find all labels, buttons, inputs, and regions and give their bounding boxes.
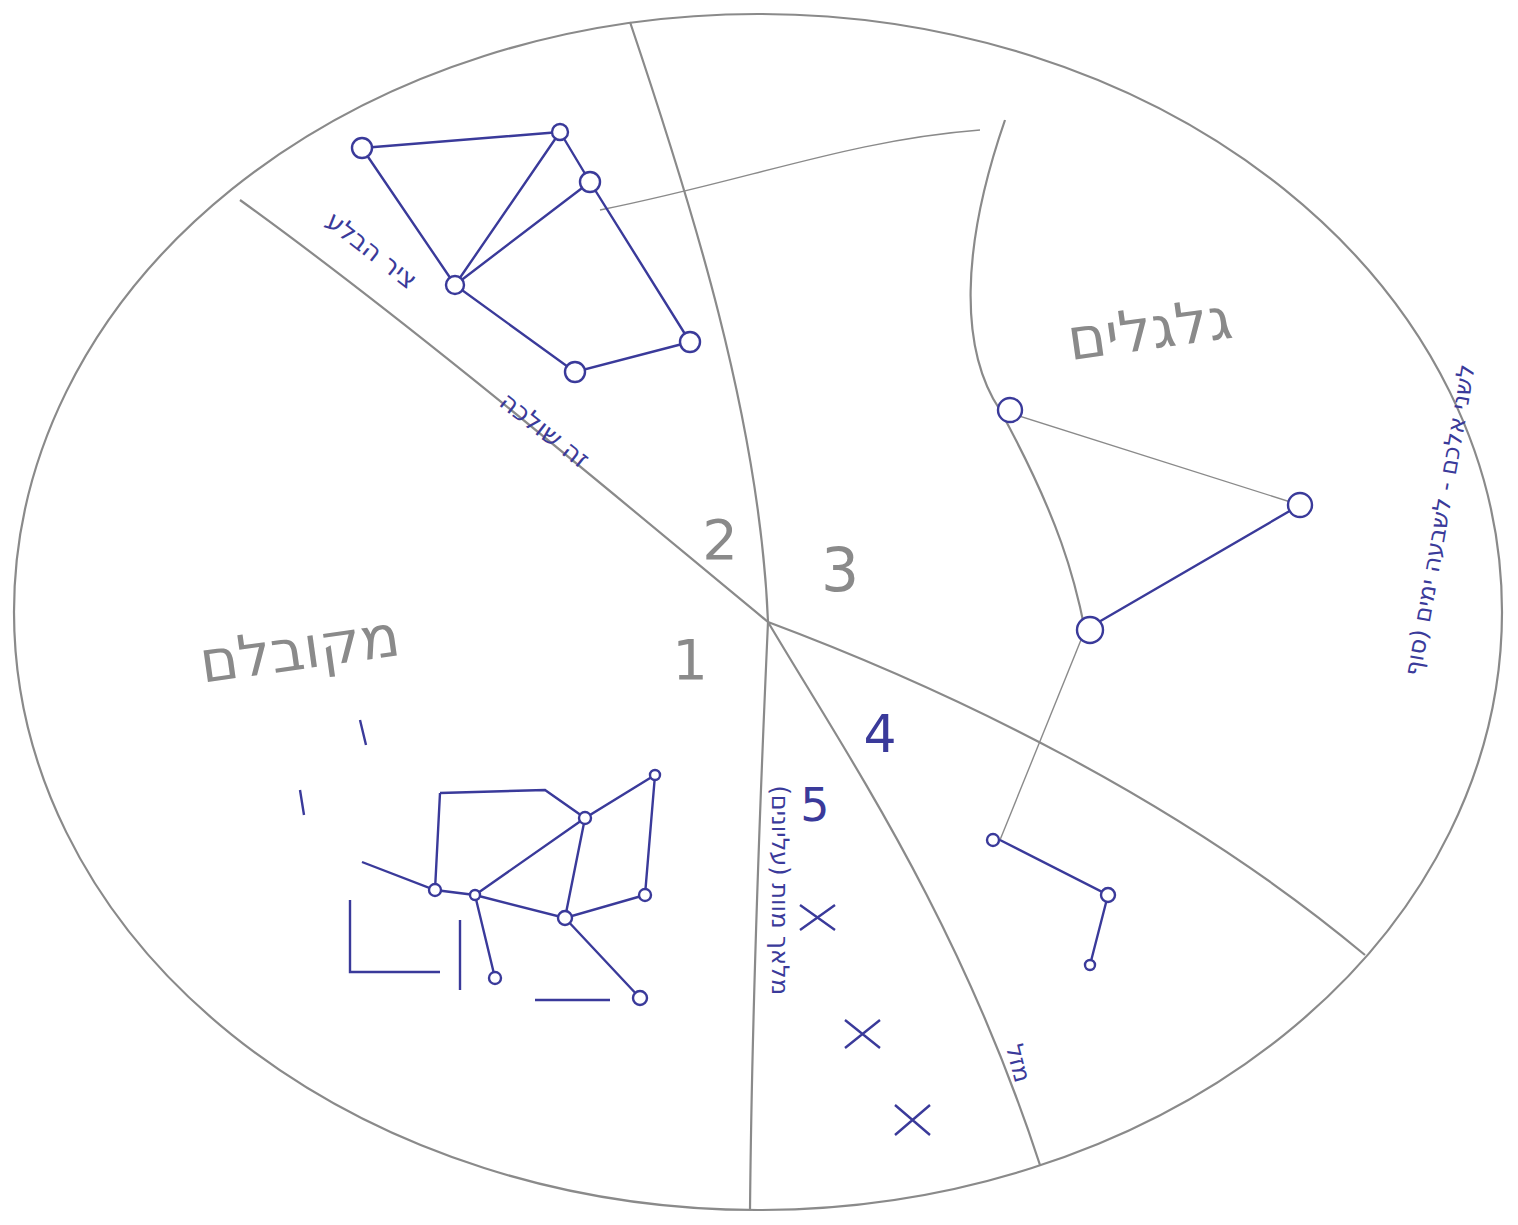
guide-line <box>600 130 980 210</box>
region-border <box>630 22 768 1210</box>
star <box>552 124 568 140</box>
star <box>565 362 585 382</box>
star <box>558 911 572 925</box>
region-number: 5 <box>800 780 829 831</box>
star-cross <box>800 905 930 1135</box>
region-number: 2 <box>702 509 738 571</box>
region-number: 4 <box>863 706 896 763</box>
constellation-name: זה שולכה <box>495 386 596 473</box>
sky-circle <box>14 14 1502 1210</box>
region-border <box>768 622 1040 1165</box>
guide-line <box>1000 630 1085 840</box>
star <box>987 834 999 846</box>
star <box>1288 493 1312 517</box>
star <box>1077 617 1103 643</box>
star <box>579 812 591 824</box>
region-border <box>240 200 1365 955</box>
star <box>1101 888 1115 902</box>
star <box>680 332 700 352</box>
pen-strokes <box>300 720 610 1000</box>
star <box>470 890 480 900</box>
star <box>639 889 651 901</box>
region-name: מקובלם <box>196 604 404 695</box>
star <box>580 172 600 192</box>
star <box>352 138 372 158</box>
band-name: מלאך מוות (עליונים) <box>767 785 793 994</box>
star <box>650 770 660 780</box>
star <box>1085 960 1095 970</box>
star <box>489 972 501 984</box>
region-border <box>971 120 1085 630</box>
star <box>429 884 441 896</box>
star <box>446 276 464 294</box>
constellation-name: ציר הבלע <box>321 206 423 295</box>
guide-line <box>1000 410 1300 505</box>
side-note: לשני אלכם - לשבעה ימים (סוף <box>1400 362 1481 678</box>
constellation-lines <box>362 775 655 998</box>
star <box>998 398 1022 422</box>
constellation-lines <box>362 132 690 372</box>
constellation-lines <box>1000 505 1300 965</box>
region-number: 1 <box>672 629 708 691</box>
star <box>633 991 647 1005</box>
region-name: גלגלים <box>1064 287 1236 373</box>
region-number: 3 <box>821 537 859 603</box>
region-name: מזל <box>1000 1041 1035 1085</box>
